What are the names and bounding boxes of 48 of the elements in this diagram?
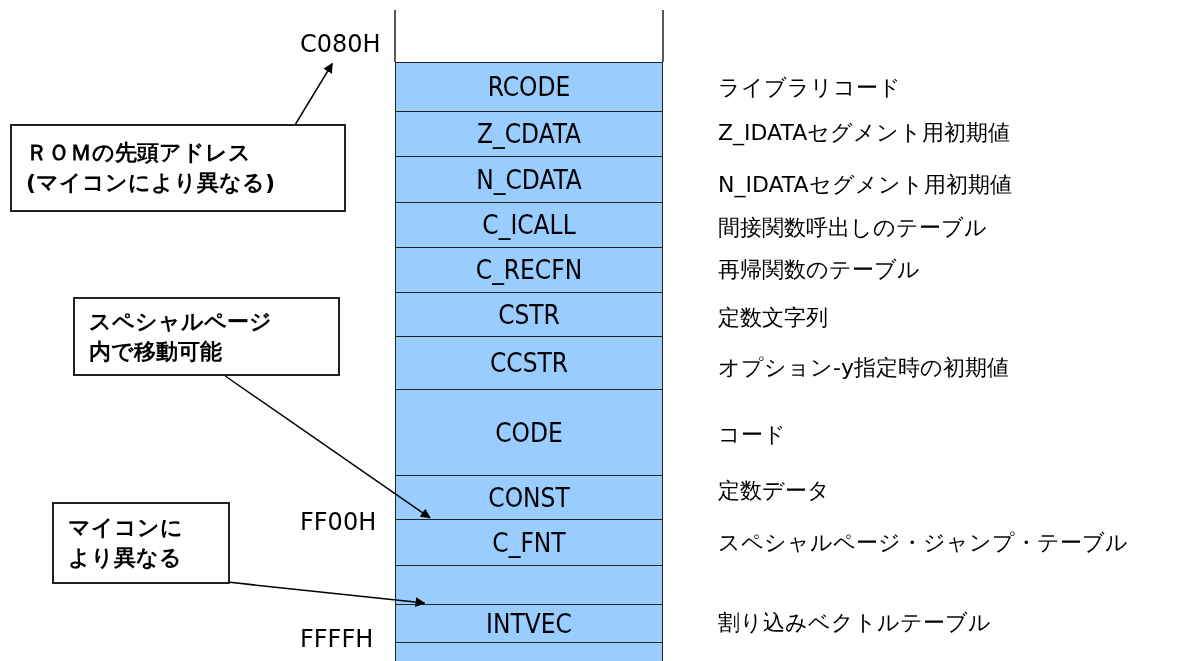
- memory-segment: [395, 248, 663, 293]
- segment-description: 割り込みベクトルテーブル: [718, 609, 991, 637]
- callout-box: [73, 297, 340, 376]
- segment-name: Z_CDATA: [477, 119, 581, 149]
- memory-segment: [395, 293, 663, 337]
- segment-name: C_ICALL: [482, 210, 576, 240]
- segment-name: CSTR: [498, 299, 560, 330]
- address-label: C080H: [300, 30, 381, 58]
- callout-text: マイコンに: [68, 514, 184, 542]
- memory-segment: [395, 337, 663, 390]
- segment-description: コード: [718, 421, 786, 449]
- segment-description: 定数データ: [718, 477, 830, 505]
- segment-name: CODE: [495, 417, 563, 448]
- memory-segment: [395, 62, 663, 112]
- memory-segment: [395, 157, 663, 203]
- address-label: FFFFH: [300, 625, 374, 653]
- address-label: FF00H: [300, 508, 377, 536]
- callout-text: ＲＯＭの先頭アドレス: [26, 139, 252, 167]
- memory-segment: [395, 390, 663, 476]
- segment-name: C_FNT: [492, 527, 566, 558]
- leader-arrow: [224, 375, 431, 519]
- segment-description: スペシャルページ・ジャンプ・テーブル: [718, 529, 1128, 557]
- callout-box: [10, 124, 346, 212]
- callout-text: (マイコンにより異なる): [26, 169, 277, 197]
- segment-name: C_RECFN: [475, 255, 583, 285]
- callout-text: スペシャルページ: [89, 307, 273, 336]
- segment-name: RCODE: [487, 72, 571, 102]
- segment-name: N_CDATA: [476, 164, 582, 195]
- callout-text: 内で移動可能: [89, 337, 223, 366]
- segment-name: CONST: [488, 482, 570, 513]
- memory-segment: [395, 520, 663, 566]
- segment-name: INTVEC: [486, 608, 572, 639]
- memory-segment: [395, 203, 663, 248]
- memory-segment: [395, 605, 663, 643]
- segment-description: 再帰関数のテーブル: [718, 256, 920, 284]
- segment-description: オプション-y指定時の初期値: [718, 354, 1009, 382]
- memory-segment: [395, 566, 663, 605]
- callout-box: [52, 502, 230, 584]
- memory-segment: [395, 112, 663, 157]
- segment-description: 間接関数呼出しのテーブル: [718, 214, 987, 242]
- segment-description: Z_IDATAセグメント用初期値: [718, 119, 1011, 148]
- memory-segment: [395, 476, 663, 520]
- segment-description: 定数文字列: [718, 304, 828, 332]
- leader-arrow: [294, 62, 333, 125]
- segment-description: ライブラリコード: [718, 74, 901, 102]
- callout-text: より異なる: [68, 544, 183, 572]
- segment-description: N_IDATAセグメント用初期値: [718, 171, 1012, 200]
- segment-name: CCSTR: [489, 348, 569, 378]
